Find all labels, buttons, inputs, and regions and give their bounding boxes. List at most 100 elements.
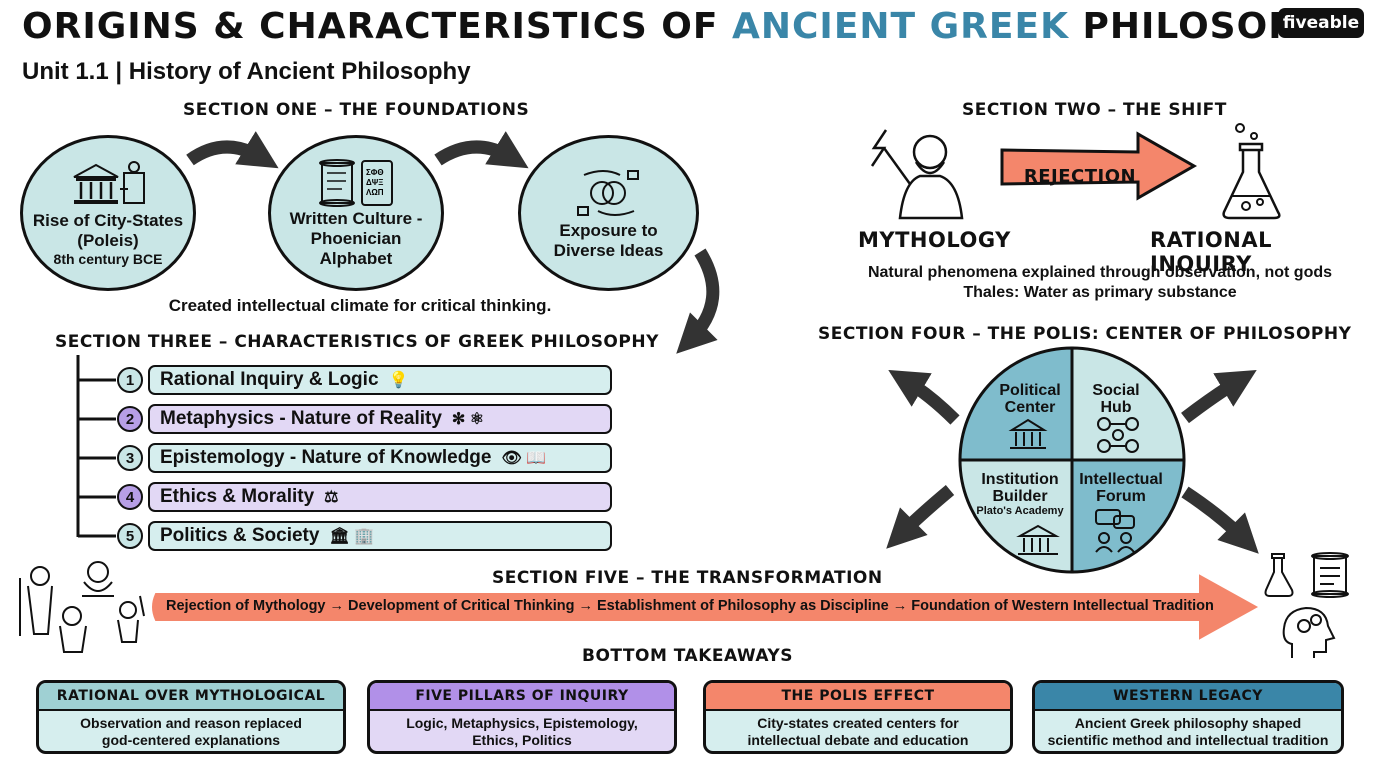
atom-icon: ✻ ⚛: [451, 411, 485, 428]
quad-line1: Social: [1092, 382, 1140, 399]
card-title: FIVE PILLARS OF INQUIRY: [370, 683, 674, 711]
svg-text:ΔΨΞ: ΔΨΞ: [366, 178, 383, 187]
written-culture-line2: Phoenician: [310, 229, 402, 248]
pillar-number-1: 1: [117, 367, 143, 393]
pillar-number-5: 5: [117, 523, 143, 549]
quad-line1: Political: [999, 382, 1061, 399]
card-line2: scientific method and intellectual tradi…: [1047, 732, 1329, 748]
pillar-label: Epistemology - Nature of Knowledge: [160, 447, 492, 468]
temple-icon: [1016, 524, 1060, 555]
card-line2: intellectual debate and education: [747, 732, 969, 748]
rejection-label: REJECTION: [1023, 166, 1137, 187]
pillar-ethics: Ethics & Morality ⚖: [148, 482, 612, 512]
takeaway-card-polis: THE POLIS EFFECT City-states created cen…: [703, 680, 1013, 754]
pillar-label: Rational Inquiry & Logic: [160, 369, 379, 390]
polis-quad-circle: [958, 346, 1186, 574]
diverse-ideas-line1: Exposure to: [559, 221, 658, 240]
diverse-ideas-line2: Diverse Ideas: [553, 241, 664, 260]
arrow-polis-sw: [886, 485, 955, 549]
card-line2: god-centered explanations: [101, 732, 281, 748]
card-line1: City-states created centers for: [757, 715, 959, 731]
card-title: THE POLIS EFFECT: [706, 683, 1010, 711]
written-culture-label: Written Culture -: [289, 209, 423, 228]
rejection-arrow: [1000, 131, 1198, 201]
pillar-number-2: 2: [117, 406, 143, 432]
pillar-label: Politics & Society: [160, 525, 320, 546]
card-title: WESTERN LEGACY: [1035, 683, 1341, 711]
discussion-icon: [1095, 509, 1135, 553]
written-culture-line3: Alphabet: [319, 249, 393, 268]
section-two-caption-2: Thales: Water as primary substance: [963, 284, 1237, 301]
tree-lines: [76, 355, 116, 538]
foundation-circle-city-states: Rise of City-States (Poleis) 8th century…: [20, 135, 196, 291]
transformation-text: Rejection of Mythology → Development of …: [166, 598, 1214, 614]
quad-line1: Intellectual: [1079, 471, 1163, 488]
zeus-figure-icon: [870, 129, 964, 220]
flask-icon: [1222, 123, 1281, 220]
lightbulb-icon: 💡: [388, 372, 409, 389]
takeaway-card-legacy: WESTERN LEGACY Ancient Greek philosophy …: [1032, 680, 1344, 754]
section-four-heading: SECTION FOUR – THE POLIS: CENTER OF PHIL…: [818, 324, 1352, 344]
quad-line2: Hub: [1100, 399, 1132, 416]
pillar-number-4: 4: [117, 484, 143, 510]
quad-line2: Center: [1004, 399, 1056, 416]
section-one-caption: Created intellectual climate for critica…: [168, 296, 552, 315]
card-line1: Logic, Metaphysics, Epistemology,: [406, 715, 638, 731]
pillar-number-3: 3: [117, 445, 143, 471]
card-line1: Observation and reason replaced: [80, 715, 302, 731]
card-line2: Ethics, Politics: [472, 732, 572, 748]
arrow-2-3: [434, 131, 529, 169]
pillar-rational-inquiry: Rational Inquiry & Logic 💡: [148, 365, 612, 395]
flask-scroll-mind-icon: [1264, 552, 1349, 658]
transformation-arrow: [152, 574, 1259, 640]
city-states-label: Rise of City-States: [32, 211, 184, 230]
section-two-heading: SECTION TWO – THE SHIFT: [962, 100, 1227, 120]
rational-inquiry-label: RATIONAL INQUIRY: [1150, 228, 1272, 276]
greek-temple-icon: [73, 161, 145, 204]
quad-line2: Forum: [1096, 488, 1146, 505]
arrow-polis-ne: [1181, 369, 1257, 424]
scroll-and-tablet-icon: ΣΦΘ ΔΨΞ ΛΩΠ: [319, 159, 393, 207]
city-states-poleis: (Poleis): [77, 231, 139, 250]
exchange-hands-icon: [576, 170, 639, 216]
fiveable-logo: fiveable: [1278, 8, 1364, 38]
quad-line1: Institution: [981, 471, 1059, 488]
foundation-circle-diverse-ideas: Exposure to Diverse Ideas: [518, 135, 699, 291]
scales-icon: ⚖: [324, 489, 339, 506]
buildings-icon: 🏛 🏢: [329, 528, 375, 545]
section-one-heading: SECTION ONE – THE FOUNDATIONS: [183, 100, 530, 120]
page-subtitle: Unit 1.1 | History of Ancient Philosophy: [22, 58, 471, 85]
takeaway-card-rational: RATIONAL OVER MYTHOLOGICAL Observation a…: [36, 680, 346, 754]
city-states-date: 8th century BCE: [53, 251, 163, 267]
svg-text:ΣΦΘ: ΣΦΘ: [366, 168, 384, 177]
arrow-3-down: [676, 248, 720, 354]
pillar-label: Ethics & Morality: [160, 486, 315, 507]
section-two-caption-1: Natural phenomena explained through obse…: [867, 264, 1333, 281]
foundation-circle-written-culture: ΣΦΘ ΔΨΞ ΛΩΠ Written Culture - Phoenician…: [268, 135, 444, 291]
network-people-icon: [1097, 417, 1139, 453]
card-line1: Ancient Greek philosophy shaped: [1074, 715, 1302, 731]
pillar-epistemology: Epistemology - Nature of Knowledge 👁 📖: [148, 443, 612, 473]
section-three-heading: SECTION THREE – CHARACTERISTICS OF GREEK…: [55, 332, 659, 352]
pillar-metaphysics: Metaphysics - Nature of Reality ✻ ⚛: [148, 404, 612, 434]
pillar-politics: Politics & Society 🏛 🏢: [148, 521, 612, 551]
temple-icon: [1008, 418, 1048, 449]
takeaways-heading: BOTTOM TAKEAWAYS: [582, 646, 793, 666]
greek-gods-group-icon: [19, 561, 145, 653]
eye-book-icon: 👁 📖: [501, 450, 547, 467]
arrow-1-2: [186, 131, 279, 169]
quad-line2: Builder: [992, 488, 1048, 505]
arrow-polis-nw: [888, 369, 960, 425]
pillar-label: Metaphysics - Nature of Reality: [160, 408, 442, 429]
title-accent: ANCIENT GREEK: [732, 6, 1069, 47]
mythology-label: MYTHOLOGY: [858, 228, 1011, 252]
arrow-polis-se: [1181, 486, 1259, 554]
card-title: RATIONAL OVER MYTHOLOGICAL: [39, 683, 343, 711]
title-pre: ORIGINS & CHARACTERISTICS OF: [22, 6, 733, 47]
takeaway-card-pillars: FIVE PILLARS OF INQUIRY Logic, Metaphysi…: [367, 680, 677, 754]
